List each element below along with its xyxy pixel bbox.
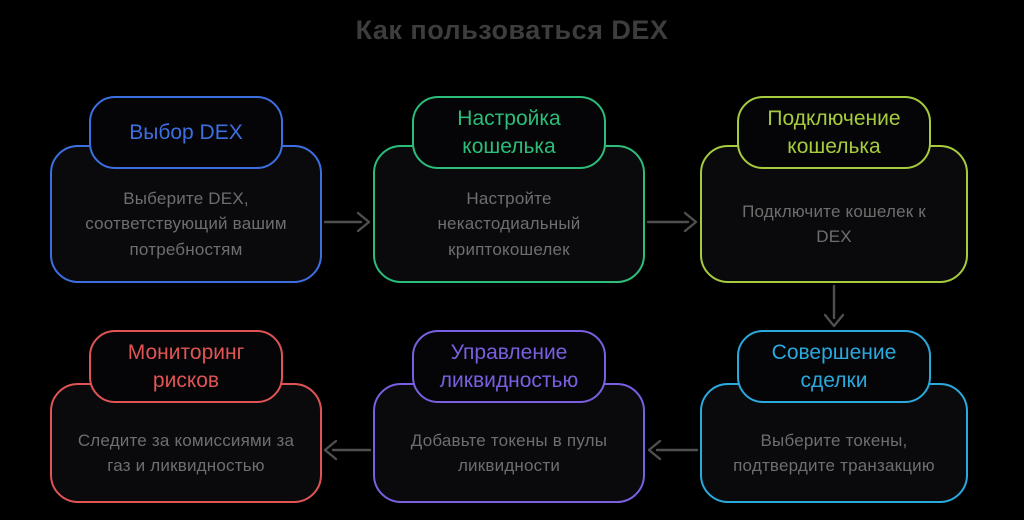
step-5-title: Управление ликвидностью [439, 340, 579, 392]
step-5-description: Добавьте токены в пулы ликвидности [410, 430, 608, 475]
step-1-header: Выбор DEX [89, 96, 283, 169]
step-2-title: Настройка кошелька [457, 106, 561, 158]
step-3-title: Подключение кошелька [767, 106, 901, 158]
arrowhead-right-icon [683, 211, 698, 233]
step-card-6-risk-monitoring: Следите за комиссиями за газ и ликвиднос… [50, 330, 322, 503]
step-3-header: Подключение кошелька [737, 96, 931, 169]
arrowhead-left-icon [647, 439, 662, 461]
step-4-description: Выберите токены, подтвердите транзакцию [733, 430, 935, 475]
step-3-description: Подключите кошелек к DEX [742, 201, 926, 246]
arrowhead-right-icon [356, 211, 371, 233]
step-6-description: Следите за комиссиями за газ и ликвиднос… [77, 430, 295, 475]
page-title: Как пользоваться DEX [355, 15, 669, 45]
arrow-step3-to-step4 [823, 284, 845, 328]
step-card-2-wallet-setup: Настройте некастодиальный криптокошелек … [373, 96, 645, 283]
step-1-description: Выберите DEX, соответствующий вашим потр… [85, 189, 287, 259]
arrow-step1-to-step2 [323, 211, 371, 233]
step-2-description: Настройте некастодиальный криптокошелек [437, 189, 581, 259]
step-card-4-trade-execution: Выберите токены, подтвердите транзакцию … [700, 330, 968, 503]
step-6-title: Мониторинг рисков [127, 340, 245, 392]
step-1-title: Выбор DEX [129, 120, 243, 144]
step-card-3-wallet-connect: Подключите кошелек к DEX Подключение кош… [700, 96, 968, 283]
step-6-header: Мониторинг рисков [89, 330, 283, 403]
step-5-body: Добавьте токены в пулы ликвидности [373, 383, 645, 503]
arrowhead-down-icon [823, 313, 845, 328]
arrow-step2-to-step3 [646, 211, 698, 233]
arrow-step4-to-step5 [647, 439, 699, 461]
step-card-5-liquidity-management: Добавьте токены в пулы ликвидности Управ… [373, 330, 645, 503]
step-4-header: Совершение сделки [737, 330, 931, 403]
step-5-header: Управление ликвидностью [412, 330, 606, 403]
step-4-title: Совершение сделки [771, 340, 897, 392]
step-card-1-dex-selection: Выберите DEX, соответствующий вашим потр… [50, 96, 322, 283]
arrowhead-left-icon [323, 439, 338, 461]
arrow-step5-to-step6 [323, 439, 372, 461]
step-4-body: Выберите токены, подтвердите транзакцию [700, 383, 968, 503]
step-2-header: Настройка кошелька [412, 96, 606, 169]
